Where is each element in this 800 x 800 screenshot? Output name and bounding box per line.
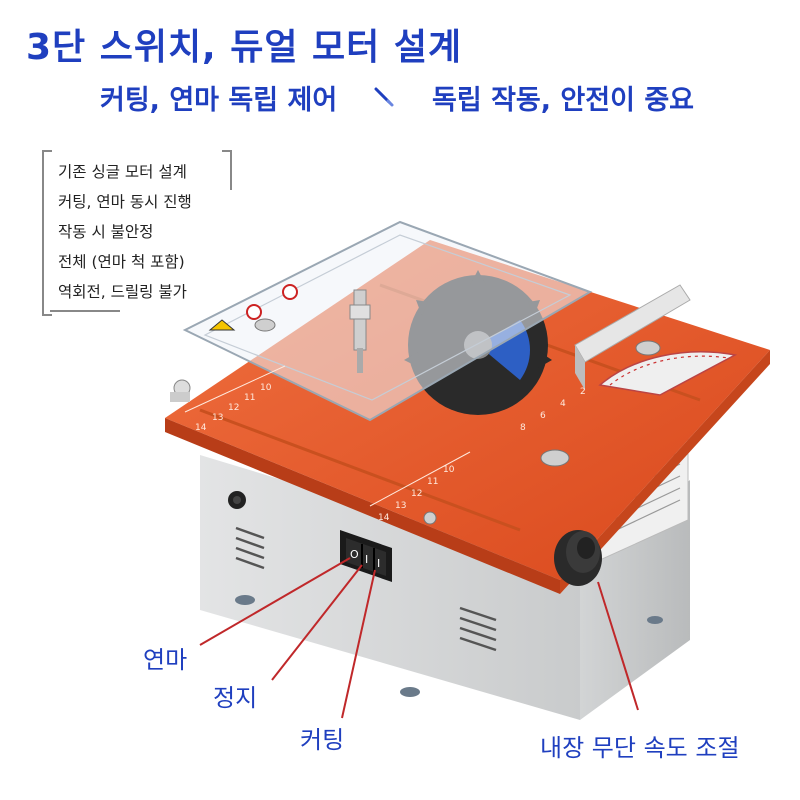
callout-stop: 정지 xyxy=(213,684,258,712)
callout-grinding: 연마 xyxy=(143,646,188,674)
headline: 3단 스위치, 듀얼 모터 설계 xyxy=(26,27,463,68)
ruler-tick: 11 xyxy=(244,393,255,403)
comparison-note-box: 기존 싱글 모터 설계 커팅, 연마 동시 진행 작동 시 불안정 전체 (연마… xyxy=(42,150,232,316)
note-line: 기존 싱글 모터 설계 xyxy=(58,163,187,181)
ruler-tick: 4 xyxy=(560,399,566,409)
ruler-tick: 14 xyxy=(378,513,390,523)
grinding-spindle xyxy=(349,289,371,373)
switch-mark-stop: I xyxy=(365,553,368,566)
protractor xyxy=(598,351,738,396)
housing-front xyxy=(200,455,580,720)
switch-mark-grinding: O xyxy=(350,548,359,561)
ruler-tick: 8 xyxy=(520,423,526,433)
note-line: 작동 시 불안정 xyxy=(58,223,154,241)
ruler-tick: 10 xyxy=(443,465,455,475)
note-line: 역회전, 드릴링 불가 xyxy=(58,283,187,301)
ruler-tick: 13 xyxy=(212,413,223,423)
pointer-lines xyxy=(199,557,639,719)
note-bracket-left xyxy=(42,150,52,316)
rocker-switch-icon[interactable]: O I I xyxy=(340,530,392,582)
ruler-tick: 6 xyxy=(540,411,546,421)
ruler-tick: 13 xyxy=(395,501,406,511)
note-bracket-right xyxy=(222,150,232,190)
ruler-tick: 14 xyxy=(195,423,207,433)
subline-left: 커팅, 연마 독립 제어 xyxy=(100,85,338,116)
pen-icon xyxy=(374,87,394,107)
housing-side xyxy=(580,480,690,720)
note-line: 전체 (연마 척 포함) xyxy=(58,253,185,271)
callout-speed-control: 내장 무단 속도 조절 xyxy=(540,734,740,762)
note-bracket-bottom xyxy=(50,310,120,312)
vent-left xyxy=(235,526,265,570)
callout-cutting: 커팅 xyxy=(300,726,345,754)
subline-right: 독립 작동, 안전이 중요 xyxy=(432,85,695,116)
ruler-tick: 11 xyxy=(427,477,438,487)
ruler-tick: 12 xyxy=(411,489,422,499)
acrylic-guard xyxy=(182,220,593,422)
vent-right xyxy=(459,606,497,652)
note-line: 커팅, 연마 동시 진행 xyxy=(58,193,192,211)
speed-knob-icon[interactable] xyxy=(554,530,602,586)
ruler-tick: 2 xyxy=(580,387,586,397)
ruler-tick: 10 xyxy=(260,383,272,393)
ruler-tick: 12 xyxy=(228,403,239,413)
switch-mark-cutting: I xyxy=(377,557,380,570)
